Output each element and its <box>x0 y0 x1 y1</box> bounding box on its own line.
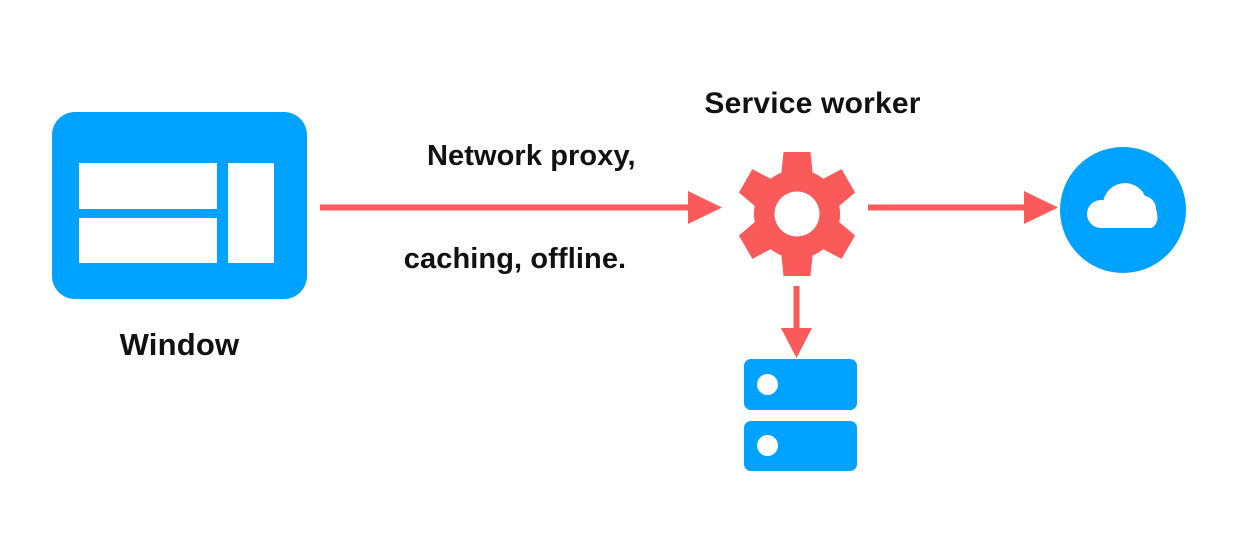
edge-label-line-2: caching, offline. <box>403 242 627 275</box>
storage-indicator-icon <box>757 373 778 395</box>
service-worker-title: Service worker <box>704 87 921 120</box>
storage-indicator-icon <box>757 435 778 457</box>
window-icon-sidebar-pane <box>228 163 274 263</box>
storage-icon <box>744 359 857 471</box>
gear-icon <box>733 150 861 278</box>
window-icon-pane-top <box>79 163 217 209</box>
edge-label-line-1: Network proxy, <box>426 140 636 173</box>
arrow-service-worker-to-storage <box>781 286 812 358</box>
window-label: Window <box>119 327 240 362</box>
storage-bay-top <box>744 359 857 410</box>
edge-label-network-proxy: Network proxy, caching, offline. <box>370 105 660 345</box>
window-icon <box>52 112 307 299</box>
storage-bay-bottom <box>744 420 857 471</box>
window-icon-pane-bottom <box>79 217 217 263</box>
arrow-window-to-service-worker <box>320 191 722 224</box>
cloud-icon <box>1059 146 1187 274</box>
window-icon-left-panes <box>79 163 217 263</box>
arrow-service-worker-to-cloud <box>868 191 1058 224</box>
